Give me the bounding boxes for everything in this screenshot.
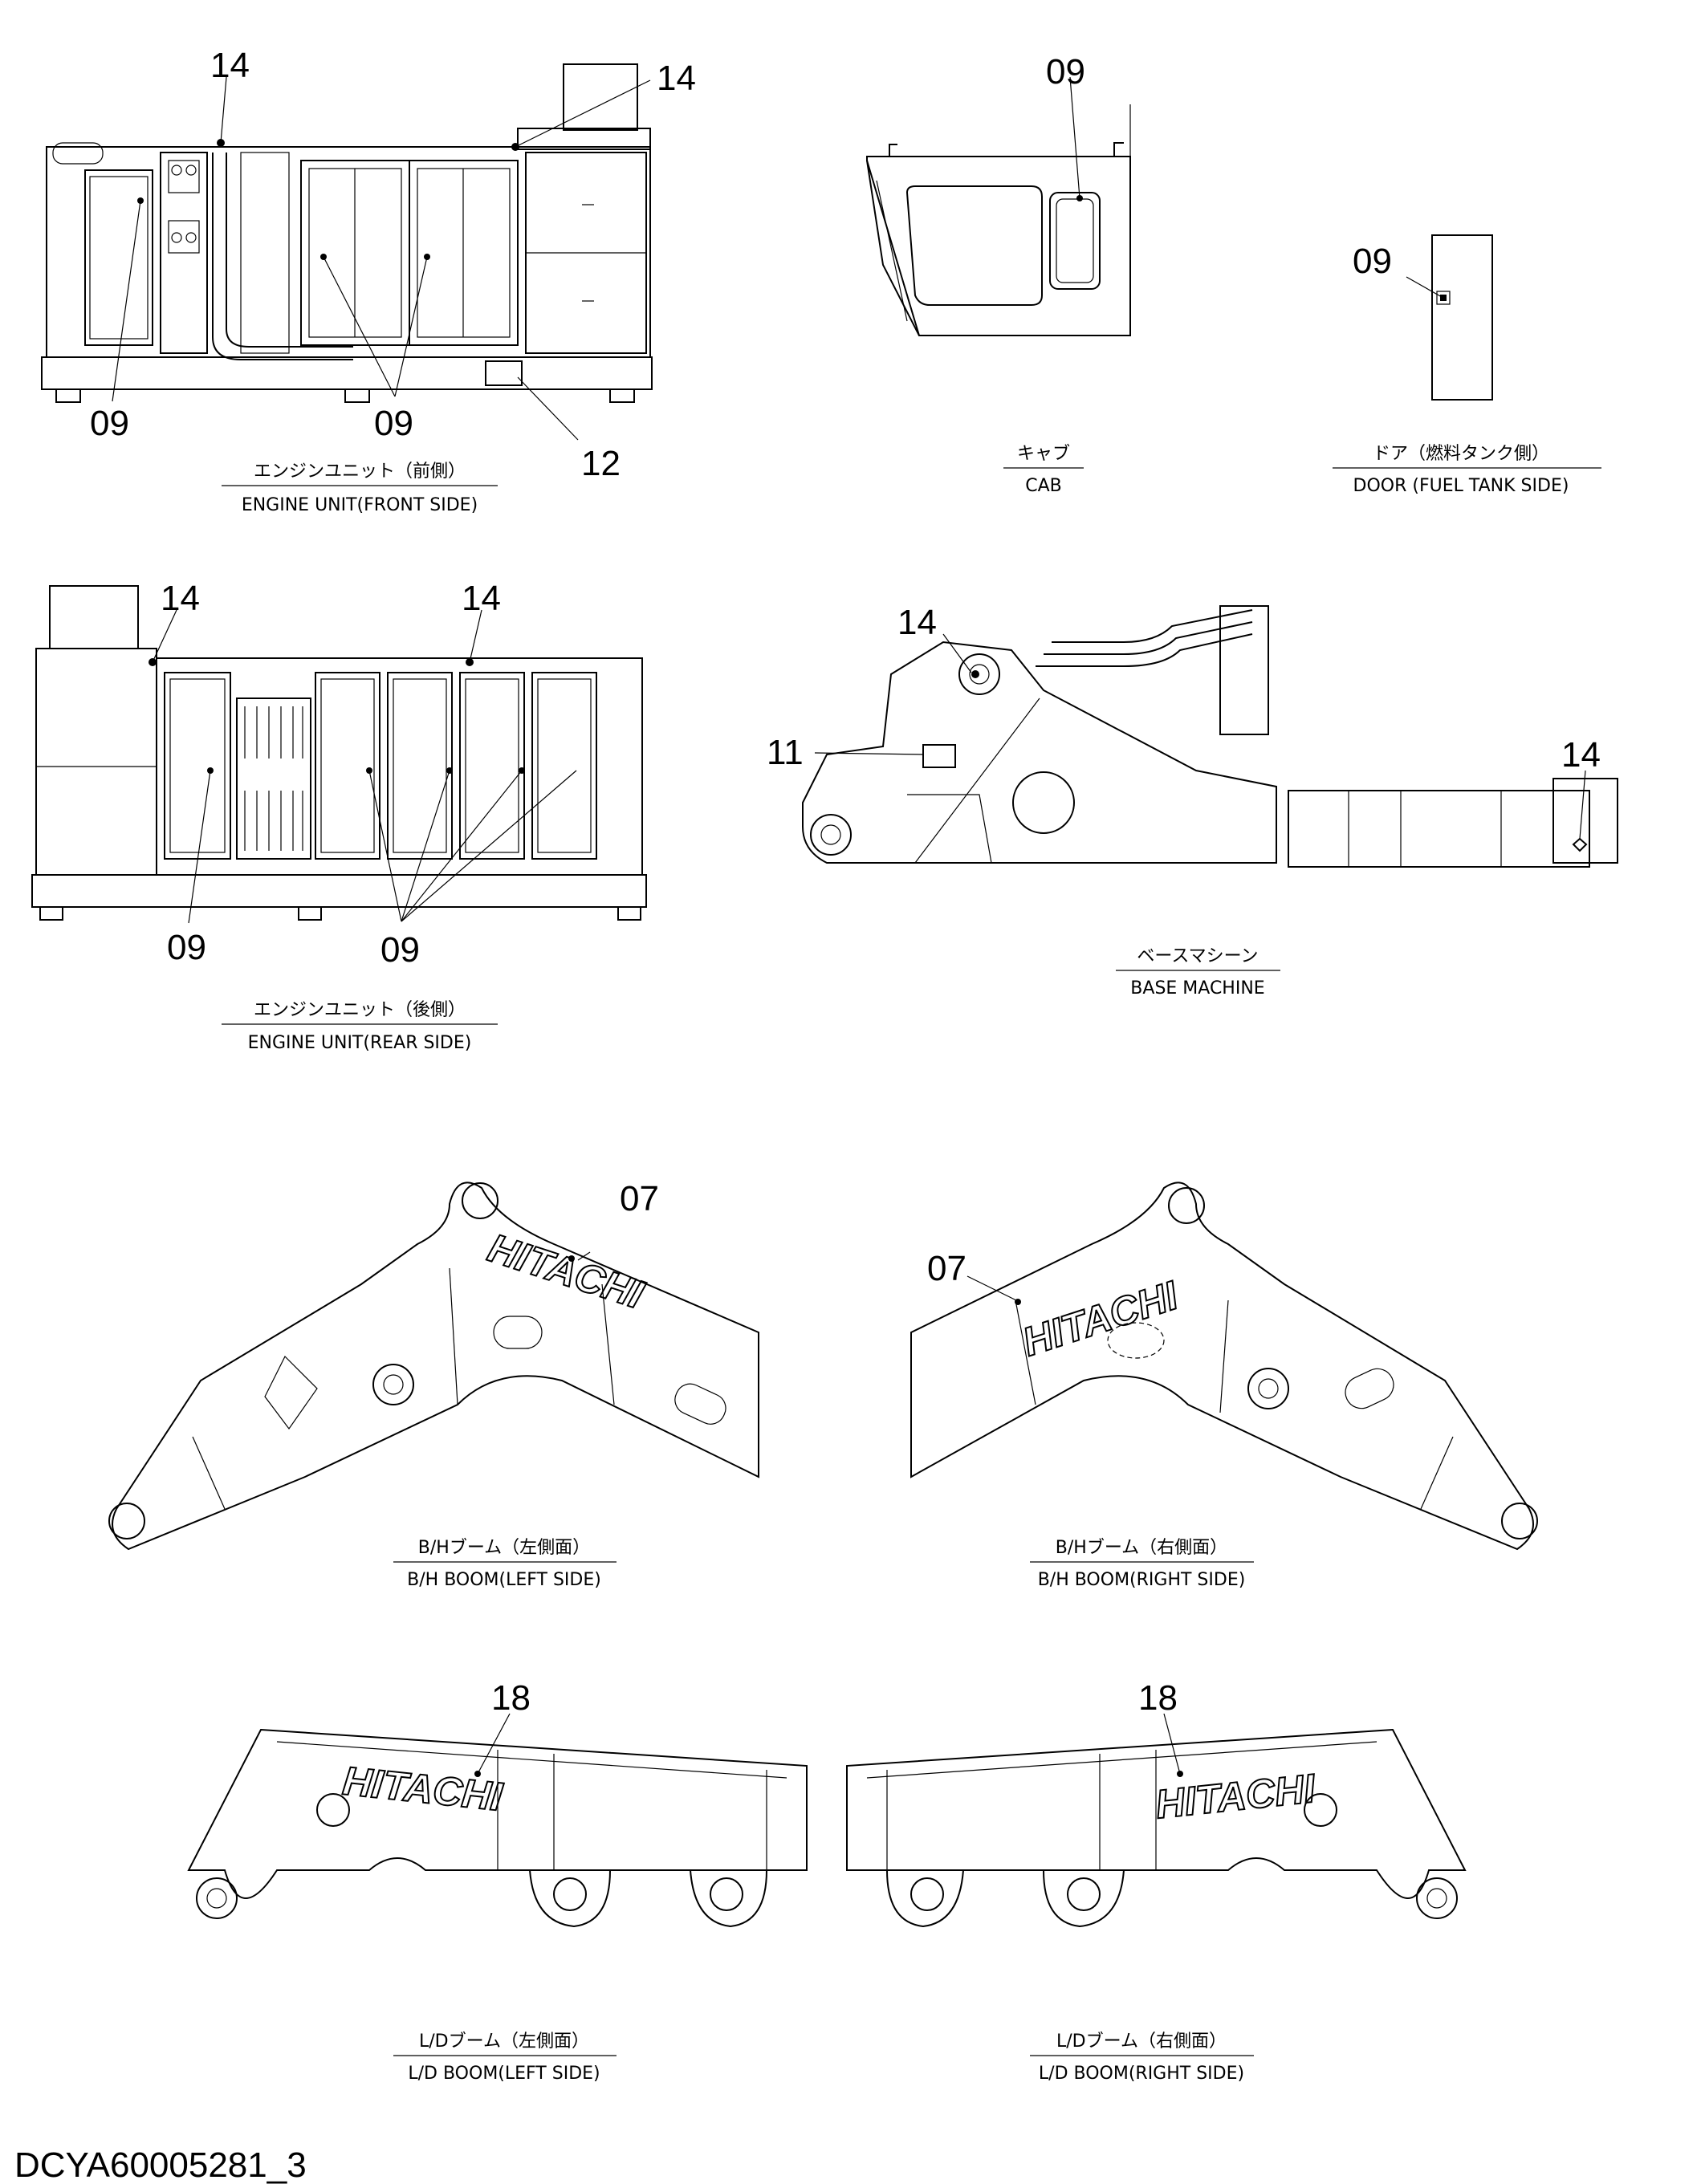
cab-drawing bbox=[866, 76, 1131, 336]
hitachi-logo: HITACHI bbox=[482, 1225, 649, 1317]
caption-en: CAB bbox=[1025, 476, 1062, 496]
callout-11: 11 bbox=[767, 733, 804, 772]
caption-jp: キャブ bbox=[1017, 444, 1070, 464]
callout-14-b: 14 bbox=[657, 59, 696, 98]
callout-14-b: 14 bbox=[1561, 735, 1601, 775]
base-machine-view: 14 11 14 ベースマシーン BASE MACHINE bbox=[767, 603, 1618, 998]
engine-front-drawing bbox=[41, 63, 653, 441]
engine-rear-drawing bbox=[31, 585, 647, 924]
caption-en: DOOR (FUEL TANK SIDE) bbox=[1353, 476, 1569, 496]
callout-14-a: 14 bbox=[897, 603, 937, 642]
bh-boom-right-view: HITACHI 07 B/Hブーム（右側面） B/H BOOM(RIGHT SI… bbox=[910, 1181, 1538, 1590]
caption-jp: エンジンユニット（後側） bbox=[254, 1000, 466, 1020]
caption-jp: L/Dブーム（左側面） bbox=[419, 2031, 589, 2052]
caption-en: B/H BOOM(LEFT SIDE) bbox=[407, 1570, 601, 1590]
engine-unit-rear-view: 14 14 09 09 エンジンユニット（後側） ENGINE UNIT(REA… bbox=[31, 579, 647, 1053]
caption-jp: ベースマシーン bbox=[1137, 946, 1258, 966]
bh-boom-left-drawing bbox=[108, 1181, 759, 1551]
caption-en: L/D BOOM(LEFT SIDE) bbox=[408, 2064, 600, 2084]
callout-18: 18 bbox=[1138, 1678, 1178, 1718]
ld-boom-left-drawing bbox=[187, 1713, 808, 1928]
caption-jp: L/Dブーム（右側面） bbox=[1056, 2031, 1227, 2052]
caption-en: ENGINE UNIT(FRONT SIDE) bbox=[242, 495, 478, 515]
callout-09-b: 09 bbox=[374, 404, 413, 443]
hitachi-logo: HITACHI bbox=[340, 1758, 505, 1820]
caption-en: L/D BOOM(RIGHT SIDE) bbox=[1039, 2064, 1244, 2084]
callout-07: 07 bbox=[620, 1179, 659, 1218]
cab-view: 09 キャブ CAB bbox=[866, 52, 1131, 496]
callout-14-b: 14 bbox=[462, 579, 501, 618]
callout-14-a: 14 bbox=[161, 579, 200, 618]
callout-09-b: 09 bbox=[380, 930, 420, 970]
engine-unit-front-view: 14 14 09 09 12 エンジンユニット（前側） ENGINE UNIT(… bbox=[41, 46, 696, 515]
document-id: DCYA60005281_3 bbox=[14, 2145, 307, 2184]
callout-09-a: 09 bbox=[167, 928, 206, 967]
base-machine-drawing bbox=[802, 605, 1618, 868]
ld-boom-right-drawing bbox=[846, 1713, 1467, 1928]
callout-09-a: 09 bbox=[90, 404, 129, 443]
caption-en: BASE MACHINE bbox=[1130, 978, 1264, 998]
caption-jp: B/Hブーム（右側面） bbox=[1056, 1538, 1227, 1558]
caption-en: B/H BOOM(RIGHT SIDE) bbox=[1038, 1570, 1246, 1590]
bh-boom-right-drawing bbox=[910, 1181, 1538, 1551]
ld-boom-left-view: HITACHI 18 L/Dブーム（左側面） L/D BOOM(LEFT SID… bbox=[187, 1678, 808, 2084]
caption-jp: B/Hブーム（左側面） bbox=[418, 1538, 590, 1558]
grille-slats bbox=[244, 706, 303, 851]
callout-09: 09 bbox=[1046, 52, 1085, 92]
ld-boom-right-view: HITACHI 18 L/Dブーム（右側面） L/D BOOM(RIGHT SI… bbox=[846, 1678, 1467, 2084]
door-view: 09 ドア（燃料タンク側） DOOR (FUEL TANK SIDE) bbox=[1333, 234, 1601, 496]
door-drawing bbox=[1406, 234, 1493, 401]
callout-12: 12 bbox=[581, 444, 621, 483]
caption-jp: ドア（燃料タンク側） bbox=[1373, 444, 1549, 464]
bh-boom-left-view: HITACHI 07 B/Hブーム（左側面） B/H BOOM(LEFT SID… bbox=[108, 1179, 759, 1590]
callout-07: 07 bbox=[927, 1249, 966, 1288]
caption-en: ENGINE UNIT(REAR SIDE) bbox=[248, 1033, 472, 1053]
caption-jp: エンジンユニット（前側） bbox=[254, 462, 466, 482]
callout-09: 09 bbox=[1353, 242, 1392, 281]
callout-14-a: 14 bbox=[210, 46, 250, 85]
callout-18: 18 bbox=[491, 1678, 531, 1718]
